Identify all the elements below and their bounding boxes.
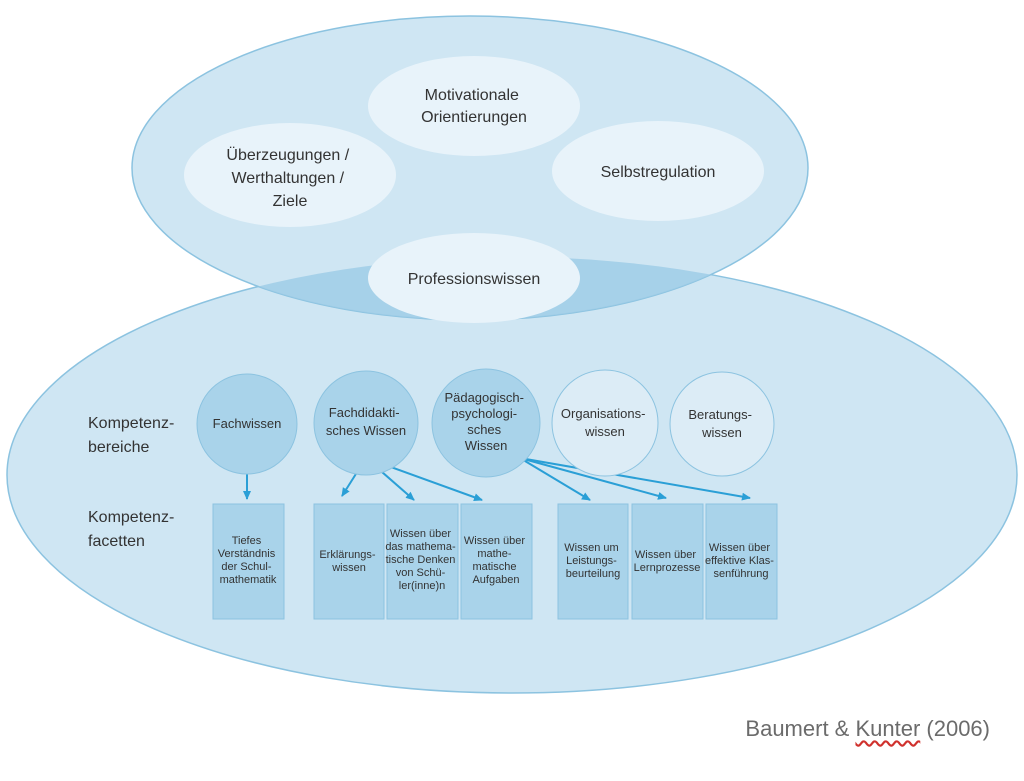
beliefs-label: Überzeugungen / Werthaltungen / Ziele <box>226 146 353 210</box>
area-beratung: Beratungs- wissen <box>669 371 775 477</box>
svg-text:Beratungs- wissen: Beratungs- wissen <box>688 407 755 440</box>
arrow-paedagogik-leistung <box>519 457 591 501</box>
facet-klassenfuehrung: Wissen über effektive Klas- senführung <box>705 503 778 620</box>
citation-author-spellcheck: Kunter <box>855 716 921 741</box>
professional-knowledge-label: Professionswissen <box>408 271 541 288</box>
facet-erklaerungswissen: Erklärungs- wissen <box>313 503 385 620</box>
facet-lernprozesse: Wissen über Lernprozesse <box>631 503 704 620</box>
beliefs-ellipse <box>184 123 396 227</box>
competence-ellipse <box>6 256 1018 694</box>
arrow-paedagogik-klassenfuehrung <box>519 457 751 501</box>
facet-mathematische-aufgaben: Wissen über mathe- matische Aufgaben <box>460 503 533 620</box>
svg-text:Fachwissen: Fachwissen <box>213 416 282 431</box>
area-fachwissen: Fachwissen <box>196 373 298 475</box>
citation: Baumert & Kunter (2006) <box>745 716 990 742</box>
professional-knowledge-ellipse <box>368 233 580 323</box>
svg-text:Organisations- wissen: Organisations- wissen <box>561 406 649 439</box>
area-organisation: Organisations- wissen <box>551 369 659 477</box>
facet-leistungsbeurteilung: Wissen um Leistungs- beurteilung <box>557 503 629 620</box>
self-regulation-ellipse <box>552 121 764 221</box>
svg-text:Pädagogisch- psycholog: Pädagogisch- psychologi- sches Wissen <box>444 390 527 453</box>
facet-tiefes-verstaendnis: Tiefes Verständnis der Schul- mathematik <box>212 503 285 620</box>
svg-text:Tiefes Verständnis: Tiefes Verständnis der Schul- mathematik <box>218 535 279 586</box>
svg-text:Wissen um Leistungs-: Wissen um Leistungs- beurteilung <box>564 542 621 580</box>
citation-prefix: Baumert & <box>745 716 856 741</box>
areas-row-label: Kompetenz- bereiche <box>88 415 179 456</box>
citation-suffix: (2006) <box>920 716 990 741</box>
svg-text:Wissen über das mathem: Wissen über das mathema- tische Denken v… <box>385 528 458 592</box>
facets-row-label: Kompetenz- facetten <box>88 509 179 550</box>
motivation-label: Motivationale Orientierungen <box>421 87 527 126</box>
svg-text:Wissen über Lernprozes: Wissen über Lernprozesse <box>634 549 701 574</box>
arrow-paedagogik-lernprozesse <box>519 457 667 500</box>
motivation-ellipse <box>368 56 580 156</box>
area-fachdidaktik: Fachdidakti- sches Wissen <box>313 370 419 476</box>
svg-text:Erklärungs- wissen: Erklärungs- wissen <box>319 549 378 574</box>
svg-text:Wissen über effektive: Wissen über effektive Klas- senführung <box>705 542 777 580</box>
self-regulation-label: Selbstregulation <box>601 164 716 181</box>
svg-text:Fachdidakti- sches Wis: Fachdidakti- sches Wissen <box>326 405 406 438</box>
svg-text:Wissen über mathe-: Wissen über mathe- matische Aufgaben <box>464 535 528 586</box>
facet-mathematisches-denken: Wissen über das mathema- tische Denken v… <box>385 503 459 620</box>
area-paedagogik: Pädagogisch- psychologi- sches Wissen <box>431 368 541 478</box>
